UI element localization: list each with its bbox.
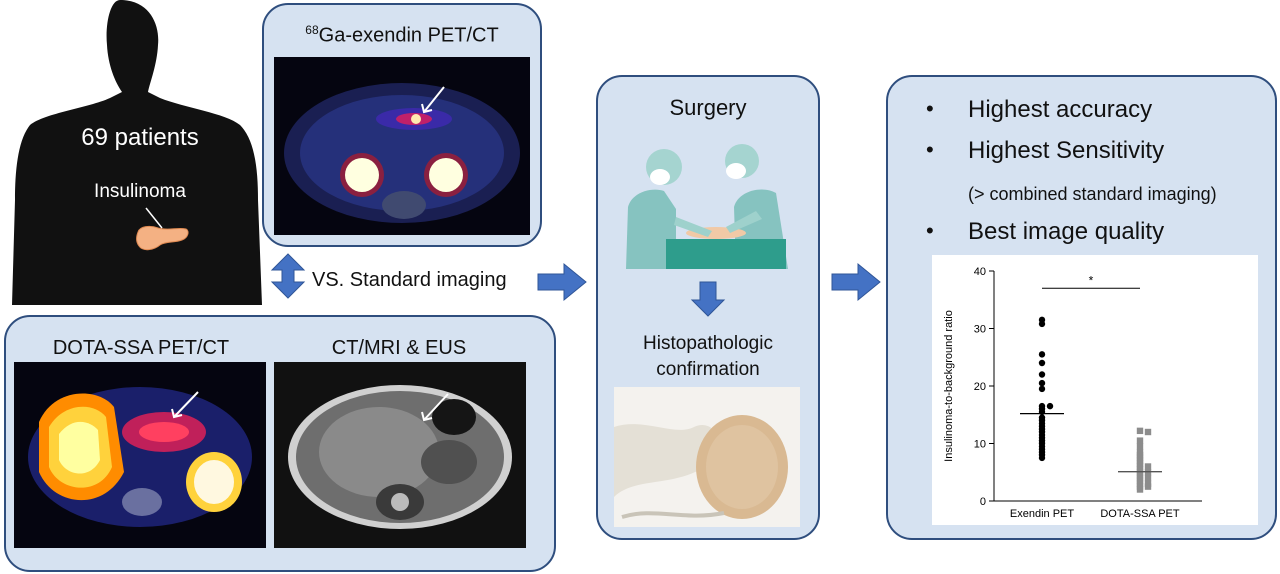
dota-title: DOTA-SSA PET/CT — [52, 337, 230, 359]
double-arrow-icon — [270, 253, 306, 299]
body-silhouette — [12, 0, 262, 305]
exendin-panel: 68Ga-exendin PET/CT — [262, 3, 542, 247]
result-text: Best image quality — [968, 218, 1165, 245]
histo-line1: Histopathologic — [643, 333, 773, 354]
bullet-icon: • — [926, 137, 934, 162]
bullet-icon: • — [926, 96, 934, 121]
comparison-label: VS. Standard imaging — [312, 269, 507, 291]
data-point — [1144, 428, 1152, 436]
result-text: Highest accuracy — [968, 96, 1153, 123]
data-point — [1136, 427, 1144, 435]
dota-scan — [28, 387, 252, 527]
x-tick-label: DOTA-SSA PET — [1100, 508, 1180, 520]
arrow-down-icon — [690, 281, 726, 317]
y-tick-label: 30 — [974, 324, 986, 336]
data-point — [1038, 351, 1046, 358]
standard-imaging-panel: DOTA-SSA PET/CT CT/MRI & EUS — [4, 315, 556, 572]
result-subnote: (> combined standard imaging) — [968, 184, 1217, 204]
data-point — [1136, 443, 1144, 450]
tumor-pointer-line — [145, 207, 163, 229]
surgery-panel: Surgery Histopathologic confirmation — [596, 75, 820, 540]
histology-slide — [614, 415, 788, 519]
y-axis-label: Insulinoma-to-background ratio — [943, 310, 955, 462]
y-tick-label: 0 — [980, 496, 986, 508]
histopathology-image — [614, 387, 800, 527]
patient-silhouette — [12, 0, 262, 305]
x-tick-label: Exendin PET — [1010, 508, 1074, 520]
patient-count-label: 69 patients — [81, 124, 199, 151]
data-point — [1136, 486, 1144, 493]
arrow-right-icon — [537, 262, 587, 302]
data-point — [1046, 402, 1054, 410]
data-point — [1038, 379, 1046, 387]
data-point — [1038, 454, 1046, 462]
data-point — [1038, 385, 1046, 393]
result-text: Highest Sensitivity — [968, 137, 1165, 164]
y-tick-label: 10 — [974, 439, 986, 451]
surgery-title: Surgery — [669, 95, 747, 120]
data-point — [1144, 463, 1152, 470]
exendin-title: 68Ga-exendin PET/CT — [305, 23, 499, 47]
data-point — [1038, 359, 1046, 367]
histo-line2: confirmation — [656, 359, 760, 380]
bullet-icon: • — [926, 218, 934, 243]
ctmri-title: CT/MRI & EUS — [331, 337, 467, 359]
data-point — [1136, 437, 1144, 444]
ctmri-image — [274, 362, 526, 548]
exendin-scan — [284, 83, 520, 223]
significance-star: * — [1089, 273, 1094, 287]
y-tick-label: 20 — [974, 381, 986, 393]
pancreas-icon — [136, 225, 189, 251]
results-panel: • Highest accuracy • Highest Sensitivity… — [886, 75, 1277, 540]
data-point — [1144, 474, 1152, 482]
data-point — [1038, 320, 1046, 328]
y-tick-label: 40 — [974, 266, 986, 278]
arrow-right-icon — [831, 262, 881, 302]
tumor-label: Insulinoma — [94, 181, 186, 202]
data-point — [1038, 371, 1046, 378]
data-point — [1144, 483, 1152, 490]
dota-pet-image — [14, 362, 266, 548]
exendin-pet-image — [274, 57, 530, 235]
ctmri-scan — [288, 385, 512, 529]
surgeons-illustration — [626, 144, 788, 269]
